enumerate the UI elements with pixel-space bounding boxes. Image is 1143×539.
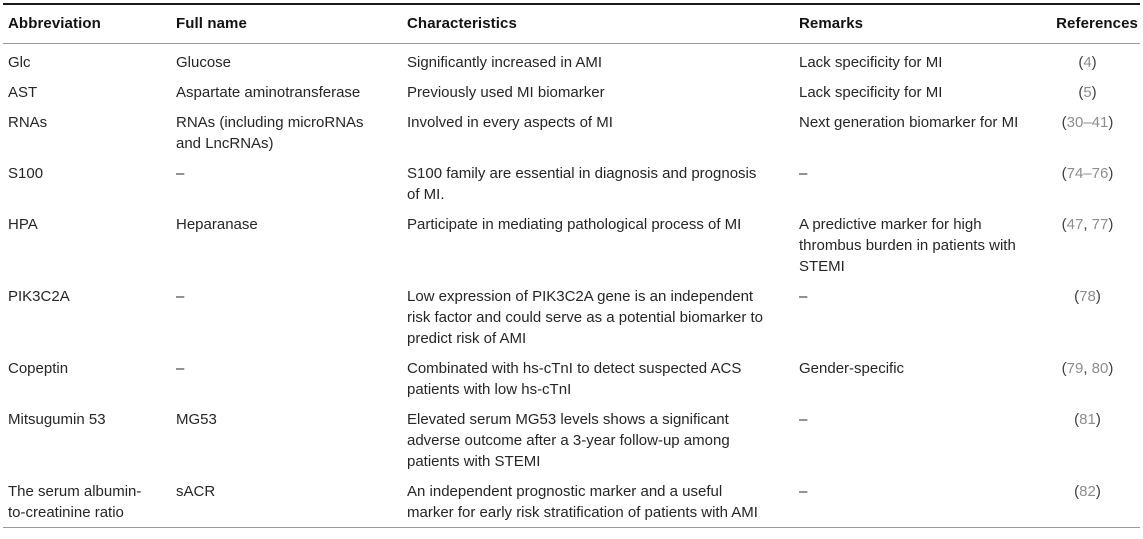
- cell-abbreviation: The serum albumin-to-creatinine ratio: [8, 483, 142, 521]
- references-cell: (47, 77): [1061, 216, 1114, 233]
- reference-link[interactable]: 82: [1079, 483, 1096, 500]
- references-cell: (82): [1074, 483, 1101, 500]
- references-cell: (81): [1074, 411, 1101, 428]
- cell-abbreviation: HPA: [8, 216, 38, 233]
- cell-characteristics: Elevated serum MG53 levels shows a signi…: [407, 411, 730, 470]
- cell-abbreviation: AST: [8, 84, 38, 101]
- cell-abbreviation: Copeptin: [8, 360, 69, 377]
- cell-remarks: Gender-specific: [799, 360, 905, 377]
- references-cell: (78): [1074, 288, 1101, 305]
- cell-remarks: –: [799, 411, 808, 428]
- cell-remarks: –: [799, 165, 808, 182]
- cell-abbreviation: S100: [8, 165, 44, 182]
- column-header-references: References: [1039, 4, 1140, 44]
- cell-full_name: Heparanase: [176, 216, 258, 233]
- table-row: Glc Glucose Significantly increased in AMI…: [3, 44, 1140, 78]
- table-row: The serum albumin-to-creatinine ratio sAC…: [3, 476, 1140, 528]
- table-row: Mitsugumin 53 MG53 Elevated serum MG53 lev…: [3, 404, 1140, 476]
- cell-abbreviation: RNAs: [8, 114, 48, 131]
- reference-link[interactable]: 80: [1091, 360, 1109, 377]
- cell-remarks: A predictive marker for high thrombus bu…: [799, 216, 1016, 275]
- reference-link[interactable]: 74–76: [1066, 165, 1109, 182]
- table-row: S100 – S100 family are essential in diagno…: [3, 158, 1140, 209]
- cell-full_name: –: [176, 288, 185, 305]
- cell-full_name: –: [176, 360, 185, 377]
- reference-link[interactable]: 30–41: [1066, 114, 1109, 131]
- cell-remarks: Lack specificity for MI: [799, 84, 943, 101]
- cell-remarks: –: [799, 483, 808, 500]
- cell-full_name: Glucose: [176, 54, 232, 71]
- table-row: Copeptin – Combinated with hs-cTnI to dete…: [3, 353, 1140, 404]
- cell-characteristics: Involved in every aspects of MI: [407, 114, 613, 131]
- references-cell: (74–76): [1061, 165, 1114, 182]
- reference-link[interactable]: 81: [1079, 411, 1096, 428]
- cell-characteristics: S100 family are essential in diagnosis a…: [407, 165, 757, 203]
- cell-characteristics: Significantly increased in AMI: [407, 54, 603, 71]
- references-cell: (79, 80): [1061, 360, 1114, 377]
- reference-link[interactable]: 78: [1079, 288, 1096, 305]
- reference-link[interactable]: 77: [1091, 216, 1109, 233]
- references-cell: (4): [1078, 54, 1097, 71]
- cell-abbreviation: PIK3C2A: [8, 288, 70, 305]
- cell-remarks: Lack specificity for MI: [799, 54, 943, 71]
- references-cell: (5): [1078, 84, 1097, 101]
- reference-link[interactable]: 79: [1066, 360, 1084, 377]
- table-row: PIK3C2A – Low expression of PIK3C2A gene i…: [3, 281, 1140, 353]
- table-row: HPA Heparanase Participate in mediating pa…: [3, 209, 1140, 281]
- column-header-remarks: Remarks: [794, 4, 1039, 44]
- cell-abbreviation: Glc: [8, 54, 31, 71]
- cell-characteristics: Previously used MI biomarker: [407, 84, 605, 101]
- cell-full_name: sACR: [176, 483, 216, 500]
- cell-abbreviation: Mitsugumin 53: [8, 411, 106, 428]
- table-row: AST Aspartate aminotransferase Previously …: [3, 77, 1140, 107]
- cell-remarks: Next generation biomarker for MI: [799, 114, 1019, 131]
- cell-characteristics: Low expression of PIK3C2A gene is an ind…: [407, 288, 764, 347]
- cell-full_name: RNAs (including microRNAs and LncRNAs): [176, 114, 364, 152]
- reference-link[interactable]: 4: [1083, 54, 1092, 71]
- cell-full_name: MG53: [176, 411, 217, 428]
- reference-link[interactable]: 47: [1066, 216, 1084, 233]
- references-cell: (30–41): [1061, 114, 1114, 131]
- cell-characteristics: An independent prognostic marker and a u…: [407, 483, 758, 521]
- reference-link[interactable]: 5: [1083, 84, 1092, 101]
- table-row: RNAs RNAs (including microRNAs and LncRNA…: [3, 107, 1140, 158]
- cell-remarks: –: [799, 288, 808, 305]
- cell-characteristics: Participate in mediating pathological pr…: [407, 216, 742, 233]
- cell-full_name: Aspartate aminotransferase: [176, 84, 361, 101]
- column-header-abbreviation: Abbreviation: [3, 4, 171, 44]
- cell-full_name: –: [176, 165, 185, 182]
- cell-characteristics: Combinated with hs-cTnI to detect suspec…: [407, 360, 742, 398]
- column-header-characteristics: Characteristics: [402, 4, 794, 44]
- column-header-full_name: Full name: [171, 4, 402, 44]
